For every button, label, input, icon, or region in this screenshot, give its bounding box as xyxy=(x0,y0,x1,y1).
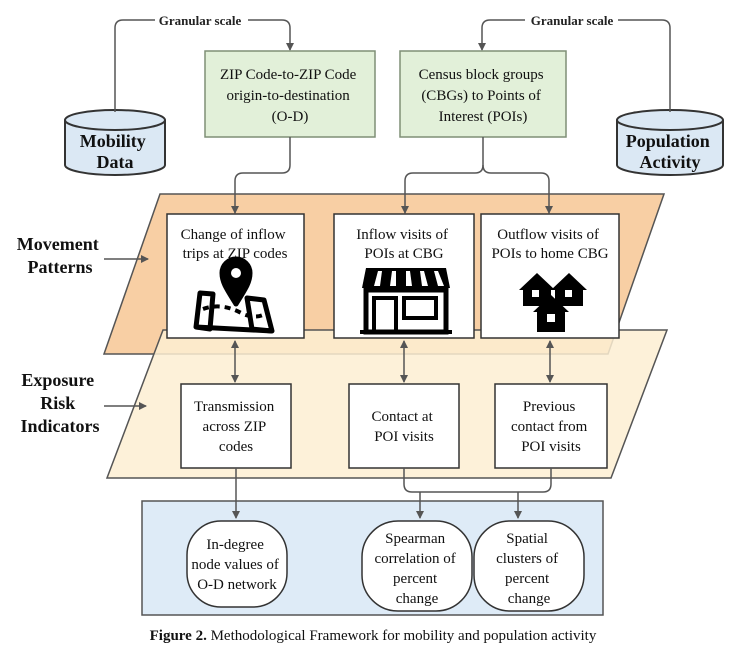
svg-text:Spatial clusters of: Spatial clusters of percent change xyxy=(496,531,562,607)
output-spatial-clusters: Spatial clusters of percent change xyxy=(473,520,585,612)
houses-icon xyxy=(519,273,587,332)
output-in-degree: In-degree node values of O-D network xyxy=(186,520,288,608)
svg-text:Exposure Risk Indi: Exposure Risk Indicators xyxy=(20,370,99,436)
svg-text:Change of inflow trips a: Change of inflow trips at ZIP codes xyxy=(181,227,290,262)
mobility-data-cylinder: Mobility Data xyxy=(64,109,166,176)
svg-text:Previous contact from: Previous contact from POI visits xyxy=(511,399,591,455)
od-box: ZIP Code-to-ZIP Code origin-to-destinati… xyxy=(204,50,376,138)
svg-text:Spearman correlation of: Spearman correlation of percent change xyxy=(375,531,460,607)
svg-text:ZIP Code-to-ZIP Code ori: ZIP Code-to-ZIP Code origin-to-destinati… xyxy=(220,67,360,125)
movement-card-inflow-trips: Change of inflow trips at ZIP codes xyxy=(166,213,305,339)
granular-scale-right-connector xyxy=(478,19,671,112)
movement-exposure-links xyxy=(231,340,554,383)
map-pin-icon xyxy=(193,256,275,334)
svg-text:Inflow visits of POIs at: Inflow visits of POIs at CBG xyxy=(356,227,451,262)
svg-text:Transmission across ZIP: Transmission across ZIP codes xyxy=(194,399,278,455)
svg-text:Movement Patterns: Movement Patterns xyxy=(17,234,103,277)
exposure-to-output-connectors xyxy=(232,468,552,519)
exposure-risk-label: Exposure Risk Indicators xyxy=(20,370,147,436)
granular-scale-left-label: Granular scale xyxy=(159,13,242,28)
svg-text:Contact at POI visits: Contact at POI visits xyxy=(372,409,437,445)
exposure-card-transmission: Transmission across ZIP codes xyxy=(180,383,292,469)
movement-patterns-label: Movement Patterns xyxy=(17,234,149,277)
svg-text:Census block groups (CBG: Census block groups (CBGs) to Points of … xyxy=(419,67,548,125)
svg-text:Outflow visits of POIs t: Outflow visits of POIs to home CBG xyxy=(491,227,608,262)
granular-scale-right-label: Granular scale xyxy=(531,13,614,28)
source-to-movement-connectors xyxy=(231,137,553,214)
granular-scale-left-connector xyxy=(114,19,294,112)
svg-text:In-degree node values of: In-degree node values of O-D network xyxy=(191,537,282,593)
figure-caption: Figure 2. Methodological Framework for m… xyxy=(150,628,597,644)
movement-card-inflow-visits: Inflow visits of POIs at CBG xyxy=(333,213,475,339)
cbg-box: Census block groups (CBGs) to Points of … xyxy=(399,50,567,138)
storefront-icon xyxy=(360,268,452,335)
svg-text:Population Activity: Population Activity xyxy=(626,131,715,172)
exposure-card-contact: Contact at POI visits xyxy=(348,383,460,469)
output-spearman: Spearman correlation of percent change xyxy=(361,520,473,612)
svg-text:Mobility Data: Mobility Data xyxy=(80,131,151,172)
exposure-card-previous-contact: Previous contact from POI visits xyxy=(494,383,608,469)
population-activity-cylinder: Population Activity xyxy=(616,109,724,176)
movement-card-outflow-visits: Outflow visits of POIs to home CBG xyxy=(480,213,620,339)
